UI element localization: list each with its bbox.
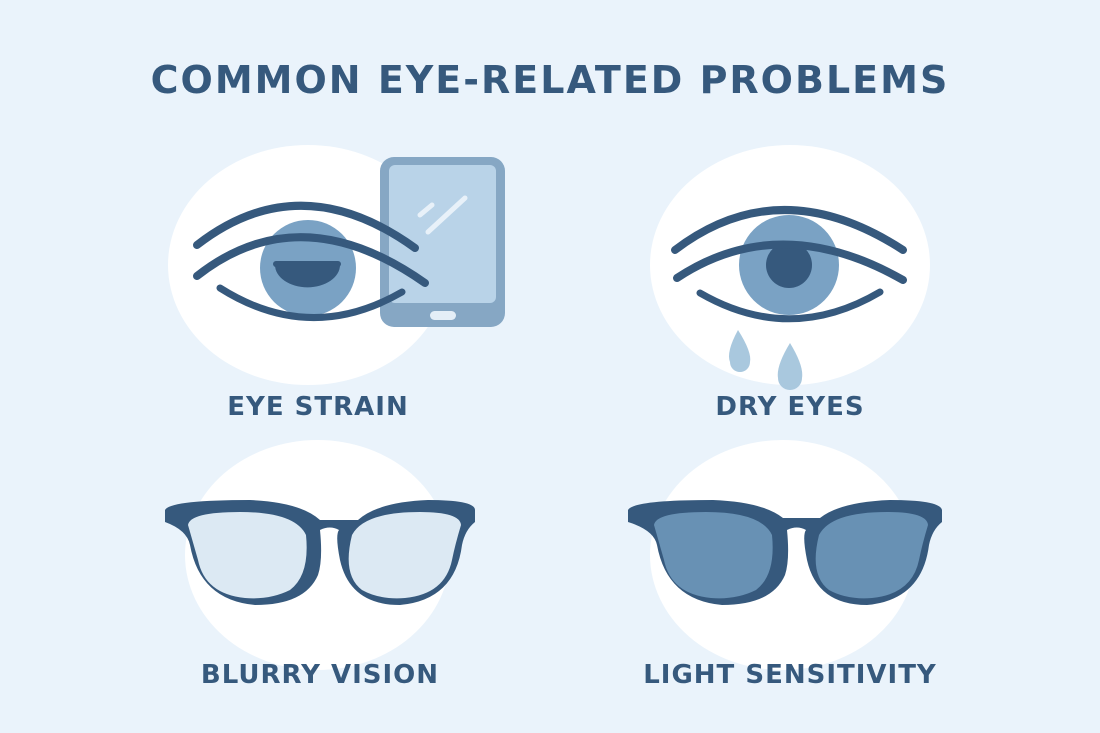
label-light-sensitivity: LIGHT SENSITIVITY: [643, 660, 937, 690]
label-blurry-vision: BLURRY VISION: [200, 660, 440, 690]
label-dry-eyes: DRY EYES: [715, 392, 865, 422]
page-title: COMMON EYE-RELATED PROBLEMS: [150, 58, 950, 102]
label-eye-strain: EYE STRAIN: [227, 392, 409, 422]
